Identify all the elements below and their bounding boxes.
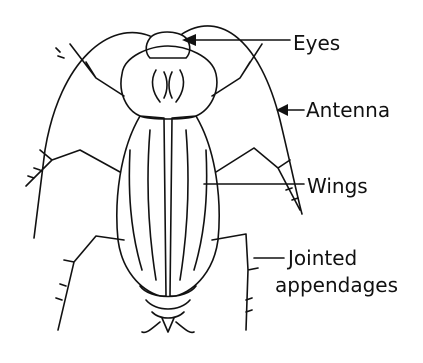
wing-vein-4 [180, 130, 188, 280]
label-wings: Wings [307, 174, 368, 198]
leg-middle-left [26, 150, 120, 186]
head [146, 32, 190, 58]
label-appendages: appendages [275, 273, 398, 297]
leg-hind-right [212, 234, 258, 330]
cerci [142, 318, 194, 333]
leg-front-left [70, 44, 124, 96]
leg-middle-right [216, 148, 300, 210]
abdomen [140, 286, 196, 333]
leg-spines [28, 48, 298, 312]
wing-vein-3 [194, 150, 207, 270]
legs [26, 44, 300, 330]
wing-vein-2 [148, 130, 156, 280]
antenna-left [34, 33, 150, 238]
wings [117, 116, 219, 296]
head-pronotum [121, 32, 217, 119]
label-jointed: Jointed [288, 246, 357, 270]
label-antenna: Antenna [306, 98, 390, 122]
leg-hind-left [58, 236, 124, 330]
leg-front-right [212, 44, 262, 96]
wing-vein-1 [129, 150, 142, 270]
pronotum-marking [153, 70, 184, 102]
label-eyes: Eyes [293, 31, 340, 55]
